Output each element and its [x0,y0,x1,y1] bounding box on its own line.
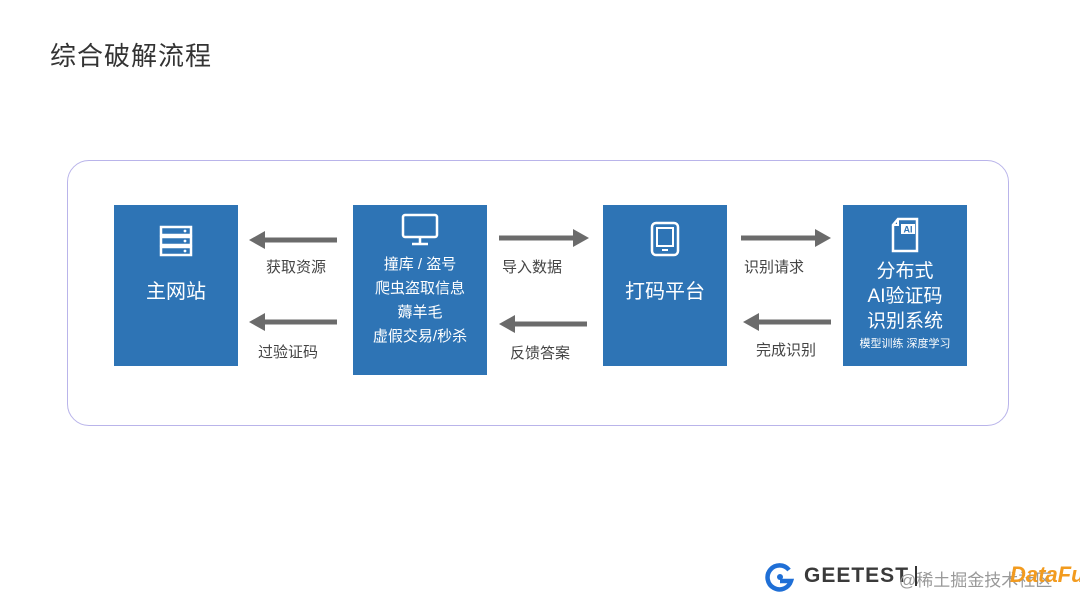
edge-label-recognition-done: 完成识别 [756,342,817,359]
monitor-icon [401,213,439,247]
arrow-left-pass-captcha [249,313,337,331]
node-line: AI验证码 [867,286,943,307]
brand-name: GEETEST [804,564,910,587]
footer-divider [915,566,917,586]
node-line: 虚假交易/秒杀 [372,328,468,345]
node-label: 打码平台 [625,281,705,303]
page-title: 综合破解流程 [50,41,213,71]
arrow-left-recognition-done [743,313,831,331]
edge-label-import-data: 导入数据 [502,259,563,276]
node-main-site: 主网站 [114,205,238,366]
edge-label-get-resources: 获取资源 [266,259,327,276]
server-icon [159,225,193,257]
svg-text:AI: AI [904,225,913,235]
node-line: 分布式 [876,261,934,282]
watermark-text: @稀土掘金技术社区 [899,571,1053,590]
arrow-right-recognition-request [741,229,831,247]
edge-label-recognition-request: 识别请求 [744,259,805,276]
node-line: 薅羊毛 [397,304,443,321]
node-line: 撞库 / 盗号 [383,256,457,273]
edge-label-feedback-answer: 反馈答案 [510,345,571,362]
node-line: 识别系统 [866,311,943,332]
edge-label-pass-captcha: 过验证码 [258,344,319,361]
node-label: 主网站 [146,281,206,303]
node-subtitle: 模型训练 深度学习 [859,338,951,350]
arrow-right-import-data [499,229,589,247]
watermark-logo: DataFun. [1010,562,1080,587]
geetest-logo-icon [765,563,795,592]
diagram-frame [67,160,1009,426]
tablet-icon [650,221,680,257]
arrow-left-feedback-answer [499,315,587,333]
node-coding-platform: 打码平台 [603,205,727,366]
node-line: 爬虫盗取信息 [374,280,465,297]
node-attacker: 撞库 / 盗号 爬虫盗取信息 薅羊毛 虚假交易/秒杀 [353,205,487,375]
node-ai-system: AI 分布式 AI验证码 识别系统 模型训练 深度学习 [843,205,967,366]
ai-document-icon: AI [889,217,921,253]
arrow-left-get-resources [249,231,337,249]
